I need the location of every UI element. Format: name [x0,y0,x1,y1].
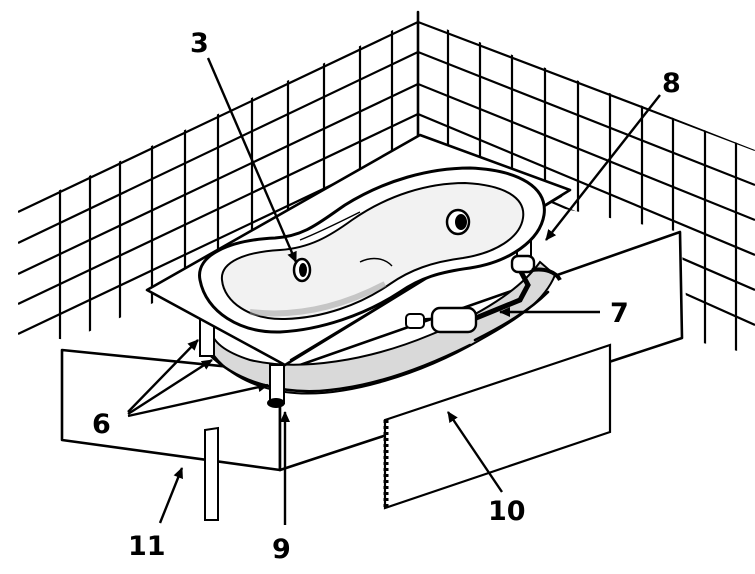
callout-labels: 3 8 7 6 10 11 9 [92,28,681,565]
callout-6: 6 [92,409,111,440]
callout-leaders [127,57,661,525]
callout-3: 3 [190,28,209,59]
tub-underbody [199,231,562,408]
callout-10: 10 [488,496,526,527]
callout-9: 9 [272,534,291,565]
callout-8: 8 [662,68,681,99]
callout-7: 7 [610,298,629,329]
bathtub-basin [198,166,546,334]
callout-11: 11 [128,531,166,562]
